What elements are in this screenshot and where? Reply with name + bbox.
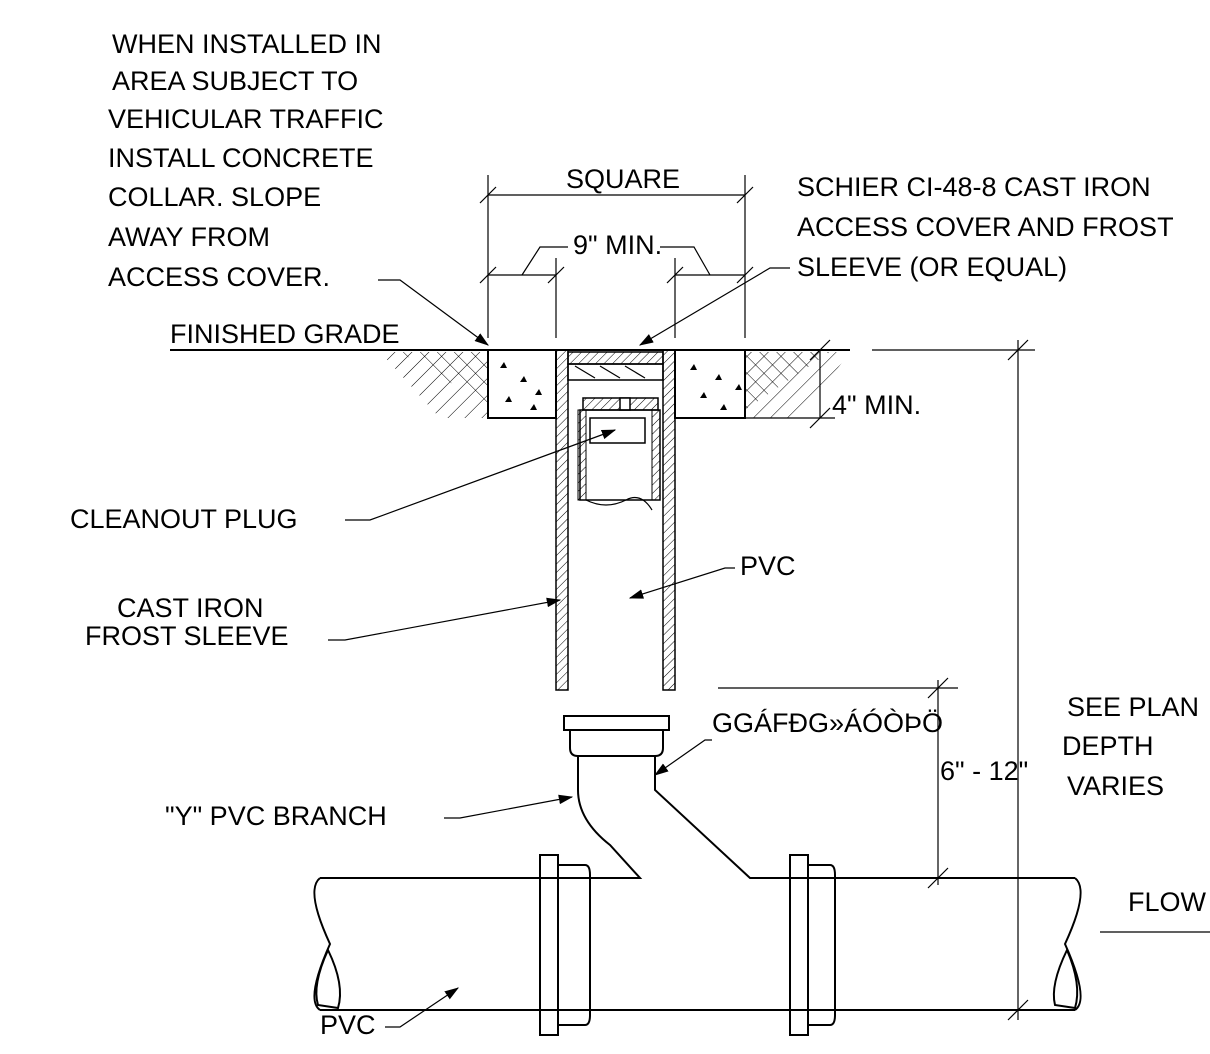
frost-sleeve-label: CAST IRON [117,593,264,623]
vehicular-traffic-note: WHEN INSTALLED IN AREA SUBJECT TO VEHICU… [108,29,384,292]
pvc-main-label: PVC [320,1010,376,1040]
note-line: SLEEVE (OR EQUAL) [797,252,1067,282]
plug-leader [345,429,617,521]
note-line: SCHIER CI-48-8 CAST IRON [797,172,1151,202]
cover-leader [638,267,790,346]
soil-right2 [745,352,830,410]
garbled-leader [654,739,712,776]
access-cover-note: SCHIER CI-48-8 CAST IRON ACCESS COVER AN… [797,172,1174,282]
note-line: ACCESS COVER. [108,262,330,292]
four-min-label: 4" MIN. [832,390,921,420]
vehicular-leader [378,279,489,346]
frost-sleeve-label: FROST SLEEVE [85,621,289,651]
dim-square-label: SQUARE [566,164,680,194]
sleeve-leader [328,597,562,641]
pvc-riser-leader [628,567,735,599]
see-plan-note: SEE PLAN DEPTH VARIES [1062,692,1199,801]
six-twelve-label: 6" - 12" [940,756,1028,786]
flow-label: FLOW [1128,887,1207,917]
note-line: DEPTH [1062,731,1154,761]
note-line: COLLAR. SLOPE [108,182,321,212]
tick [809,339,831,361]
y-branch-leader [444,794,574,819]
note-line: WHEN INSTALLED IN [112,29,382,59]
note-line: AREA SUBJECT TO [112,66,358,96]
garbled-label: GGÁFÐG»ÁÓÒÞÖ [712,707,943,738]
pvc-main-leader [385,987,459,1028]
y-branch-label: "Y" PVC BRANCH [165,801,387,831]
note-line: ACCESS COVER AND FROST [797,212,1174,242]
note-line: VARIES [1067,771,1164,801]
y-branch [540,756,790,879]
tick [1007,339,1029,361]
note-line: VEHICULAR TRAFFIC [108,104,384,134]
note-line: AWAY FROM [108,222,270,252]
riser-coupling [563,715,670,757]
note-line: INSTALL CONCRETE [108,143,374,173]
note-line: SEE PLAN [1067,692,1199,722]
finished-grade-label: FINISHED GRADE [170,319,400,349]
tick [927,677,949,699]
soil-left2 [400,352,488,405]
dim-min-label: 9" MIN. [573,230,662,260]
pvc-riser-label: PVC [740,551,796,581]
cleanout-plug [577,397,661,511]
main-pipe [313,854,1082,1036]
cleanout-plug-label: CLEANOUT PLUG [70,504,298,534]
